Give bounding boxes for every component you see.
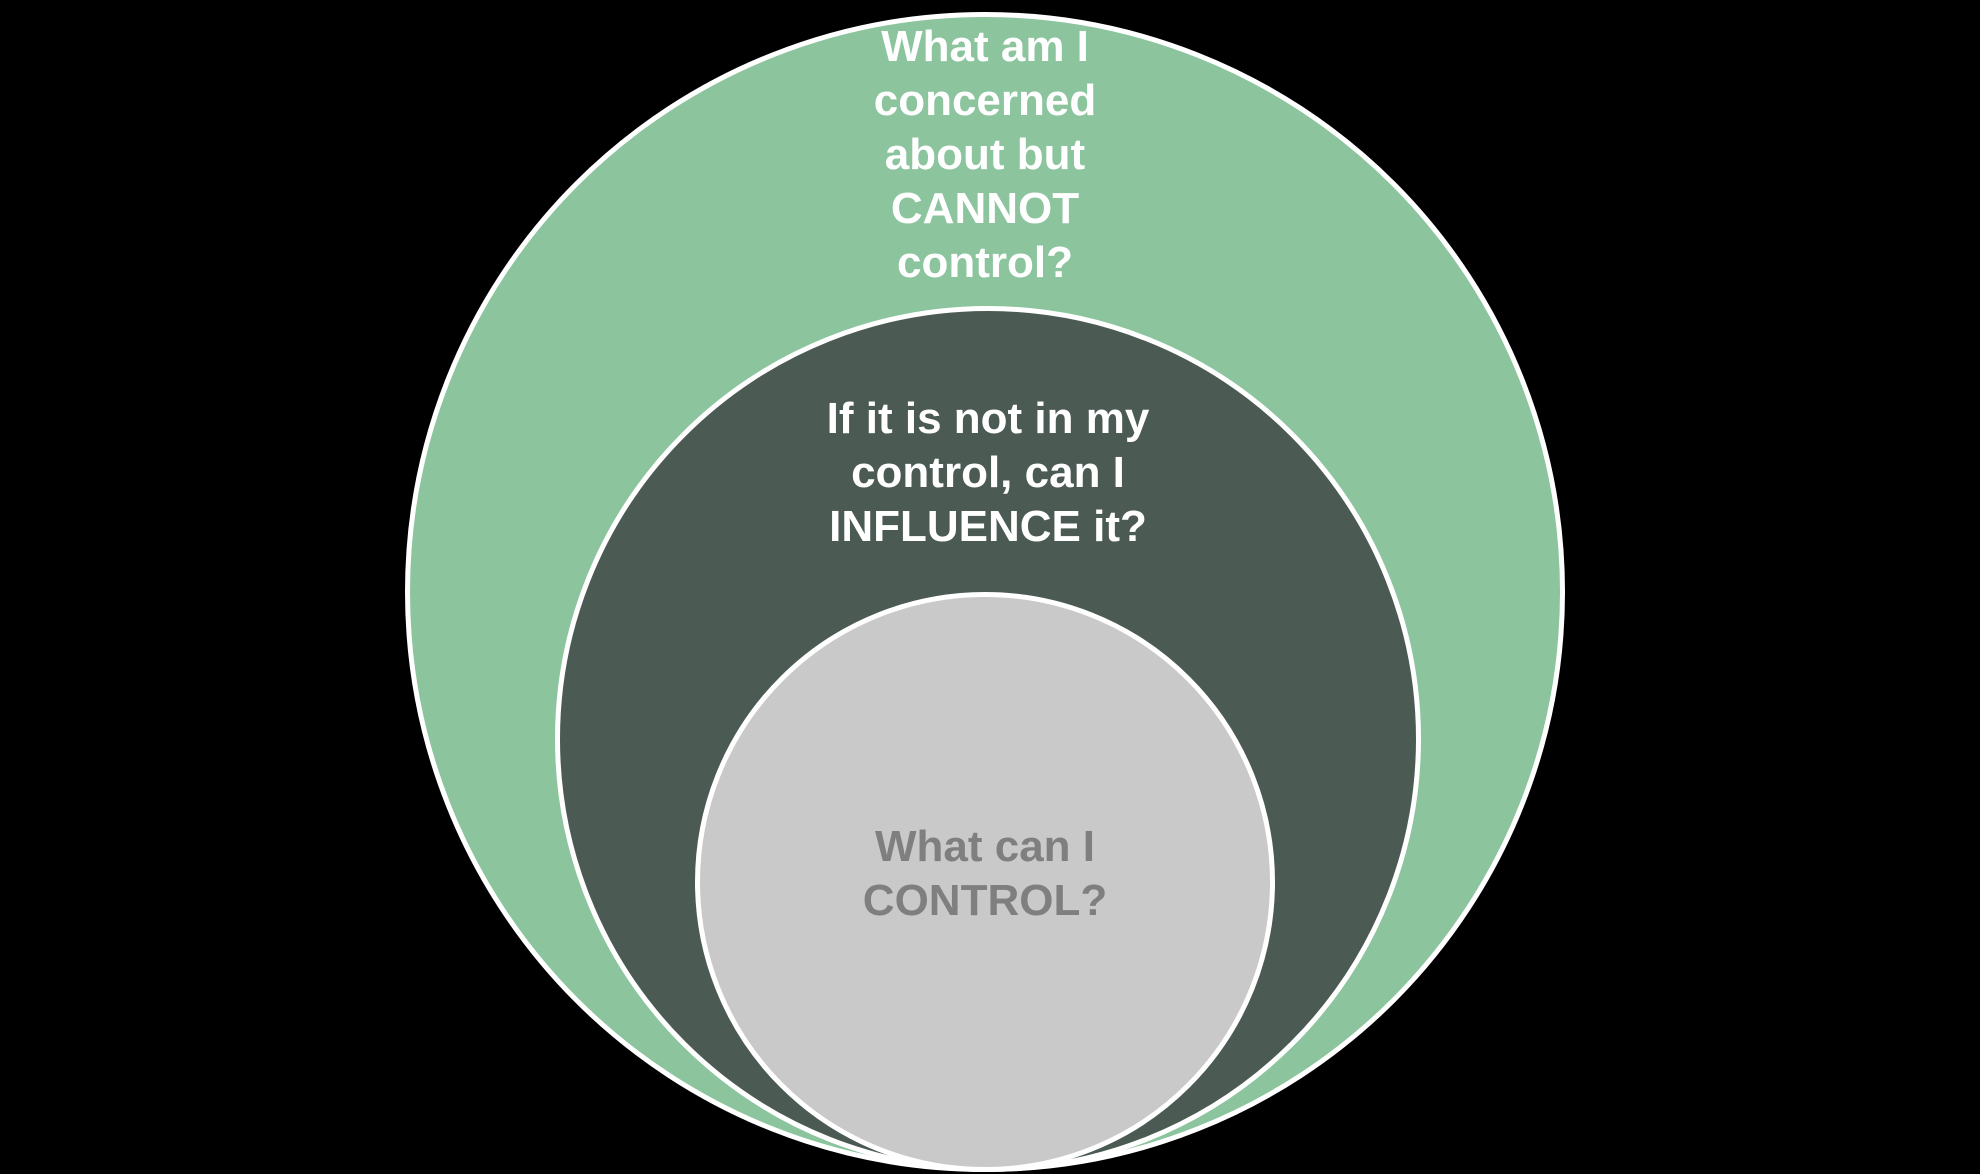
circle-control [695,592,1275,1172]
circle-concern-label: What am I concerned about but CANNOT con… [765,20,1205,290]
circle-control-label: What can I CONTROL? [765,820,1205,928]
influence-line-1: If it is not in my [826,394,1150,443]
concern-line-1: What am I [881,22,1089,71]
control-line-1: What can I [874,822,1096,871]
concern-line-3: about but [884,130,1086,179]
circle-influence-label: If it is not in my control, can I INFLUE… [718,392,1258,554]
influence-line-2: control, can I [851,448,1125,497]
concern-line-5: control? [897,238,1073,287]
concern-line-4: CANNOT [890,184,1080,233]
influence-line-3: INFLUENCE it? [829,502,1147,551]
concern-line-2: concerned [873,76,1097,125]
control-line-2: CONTROL? [862,876,1108,925]
